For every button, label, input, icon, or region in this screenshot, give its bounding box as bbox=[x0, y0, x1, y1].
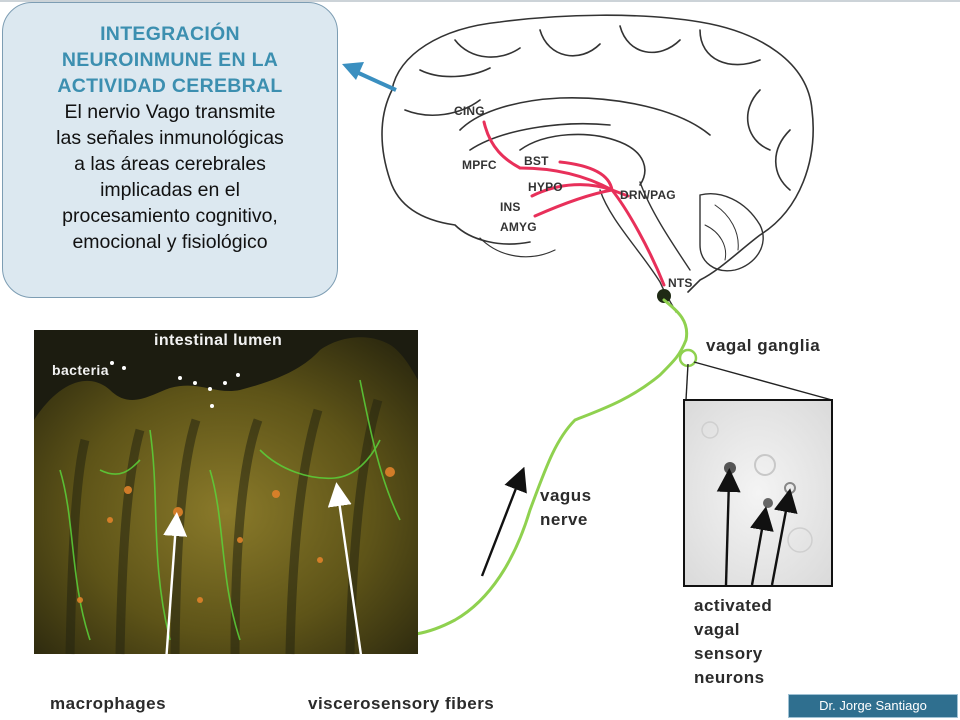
author-badge: Dr. Jorge Santiago bbox=[788, 694, 958, 718]
label-nerve: nerve bbox=[540, 510, 588, 529]
label-macrophages: macrophages bbox=[50, 694, 167, 713]
brain-pathways bbox=[482, 120, 666, 287]
vagal-ganglion-loop bbox=[678, 348, 698, 368]
label-vagal-ganglia: vagal ganglia bbox=[706, 336, 821, 355]
label-intestinal-lumen: intestinal lumen bbox=[154, 332, 283, 349]
label-cing: CING bbox=[454, 104, 485, 118]
callout-body-line: procesamiento cognitivo, bbox=[62, 205, 278, 227]
callout-title-line: INTEGRACIÓN bbox=[100, 23, 240, 45]
label-bacteria: bacteria bbox=[52, 362, 109, 378]
label-activated: activated bbox=[694, 596, 773, 615]
label-sensory: sensory bbox=[694, 644, 763, 663]
label-drn-pag: DRN/PAG bbox=[620, 188, 676, 202]
callout-body-line: implicadas en el bbox=[100, 179, 240, 201]
brain-illustration bbox=[381, 14, 814, 313]
callout-title-line: ACTIVIDAD CEREBRAL bbox=[57, 75, 283, 97]
vagus-direction-arrow bbox=[480, 466, 527, 577]
nts-nucleus bbox=[657, 289, 671, 303]
label-ins: INS bbox=[500, 200, 521, 214]
callout-arrow bbox=[342, 62, 397, 92]
label-amyg: AMYG bbox=[500, 220, 537, 234]
neuron-panel bbox=[683, 399, 833, 587]
label-vagus: vagus bbox=[540, 486, 592, 505]
callout-body-line: emocional y fisiológico bbox=[72, 231, 268, 253]
callout-body-line: El nervio Vago transmite bbox=[64, 101, 276, 123]
callout-title: INTEGRACIÓN NEUROINMUNE EN LA ACTIVIDAD … bbox=[11, 21, 329, 99]
label-neurons: neurons bbox=[694, 668, 765, 687]
label-bst: BST bbox=[524, 154, 549, 168]
label-nts: NTS bbox=[668, 276, 693, 290]
vagus-nerve-line bbox=[414, 298, 689, 636]
label-hypo: HYPO bbox=[528, 180, 563, 194]
callout-box: INTEGRACIÓN NEUROINMUNE EN LA ACTIVIDAD … bbox=[2, 2, 338, 298]
label-vagal: vagal bbox=[694, 620, 740, 639]
callout-title-line: NEUROINMUNE EN LA bbox=[61, 49, 279, 71]
callout-body-line: las señales inmunológicas bbox=[56, 127, 284, 149]
callout-body: El nervio Vago transmite las señales inm… bbox=[11, 99, 329, 255]
zoom-lines bbox=[685, 361, 833, 401]
callout-body-line: a las áreas cerebrales bbox=[74, 153, 266, 175]
label-mpfc: MPFC bbox=[462, 158, 497, 172]
label-viscerosensory-fibers: viscerosensory fibers bbox=[308, 694, 495, 713]
microscopy-panel bbox=[34, 330, 418, 691]
